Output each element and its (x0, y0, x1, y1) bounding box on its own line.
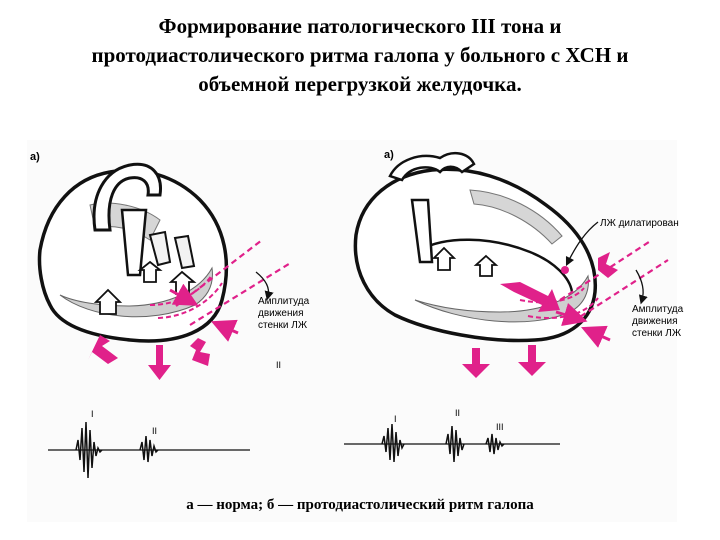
right-aorta-top (388, 151, 476, 182)
left-pcg-tone-1-burst (75, 421, 103, 479)
left-valve-flap-2 (173, 234, 196, 270)
left-wall-arrow-1 (169, 283, 199, 306)
title-line-3: объемной перегрузкой желудочка. (198, 72, 522, 96)
right-force-arrow-1 (462, 348, 490, 378)
right-flow-arrow-2 (473, 254, 499, 277)
left-amplitude-line-2: движения (258, 308, 304, 319)
left-pcg: I II (48, 409, 250, 479)
left-amplitude-line-1: Амплитуда (258, 296, 310, 307)
slide-title: Формирование патологического III тона и … (20, 12, 700, 99)
right-pcg-label-3: III (496, 422, 504, 432)
left-panel-label: а) (30, 151, 40, 163)
left-aorta (92, 162, 162, 232)
right-pcg-label-1: I (394, 414, 397, 424)
left-dashed-line-1 (175, 239, 263, 307)
left-wall-motion-curve (149, 274, 213, 306)
right-amplitude-line-2: движения (632, 316, 678, 327)
left-pcg-tone-2-burst (139, 435, 159, 463)
right-flow-arrow-1 (431, 246, 457, 271)
right-wall-arrow-2 (581, 325, 611, 348)
right-amplitude-line-3: стенки ЛЖ (632, 328, 682, 339)
right-upper-shading (469, 189, 563, 245)
right-pcg-tone-3-burst (485, 433, 505, 455)
right-wall-arrow-1 (598, 252, 618, 278)
right-amplitude-pointer (635, 269, 648, 305)
figure-caption: а — норма; б — протодиастолический ритм … (186, 497, 534, 513)
left-amplitude-line-3: стенки ЛЖ (258, 320, 308, 331)
right-force-arrow-2 (518, 345, 546, 376)
left-force-arrows (88, 335, 210, 380)
right-force-arrows (462, 345, 546, 378)
right-pulmonary-trunk (410, 198, 434, 264)
right-amplitude-line-1: Амплитуда (632, 304, 684, 315)
right-panel-label: а) (384, 149, 394, 161)
left-pcg-label-1: I (91, 409, 94, 419)
left-heart: а) Амплитуда (30, 151, 312, 380)
left-pcg-label-2: II (152, 426, 157, 436)
right-dilation-dot (561, 266, 569, 274)
title-line-2: протодиастолического ритма галопа у боль… (91, 43, 629, 67)
right-dashed-line-2 (571, 259, 669, 323)
left-force-arrow-3 (190, 338, 210, 366)
left-valve-flap-1 (148, 230, 172, 267)
left-pointer-line (255, 271, 274, 301)
left-center-mark: II (276, 360, 281, 370)
right-pcg-label-2: II (455, 408, 460, 418)
left-amplitude-label: Амплитуда движения стенки ЛЖ (258, 296, 312, 331)
right-wall-arrow-3 (555, 303, 588, 327)
right-pcg-tone-2-burst (445, 425, 465, 463)
left-force-arrow-2 (148, 345, 171, 380)
left-force-arrow-1 (88, 335, 118, 364)
left-wall-arrow-2 (211, 319, 239, 342)
left-pulmonary-trunk (120, 208, 148, 277)
right-pcg-tone-1-burst (381, 423, 405, 463)
right-pcg: I II III (344, 408, 560, 463)
right-dilated-pointer (565, 221, 599, 267)
left-flow-arrow-1 (93, 288, 123, 315)
right-wall-motion-curve (519, 287, 585, 304)
right-inflow-arrow (500, 282, 560, 312)
right-cavity-line (419, 238, 574, 293)
right-amplitude-label: Амплитуда движения стенки ЛЖ (632, 304, 686, 339)
right-heart: а) ЛЖ (353, 149, 686, 378)
right-dilated-label: ЛЖ дилатирован (600, 218, 679, 229)
left-flow-arrow-2 (137, 260, 163, 283)
title-line-1: Формирование патологического III тона и (158, 14, 562, 38)
